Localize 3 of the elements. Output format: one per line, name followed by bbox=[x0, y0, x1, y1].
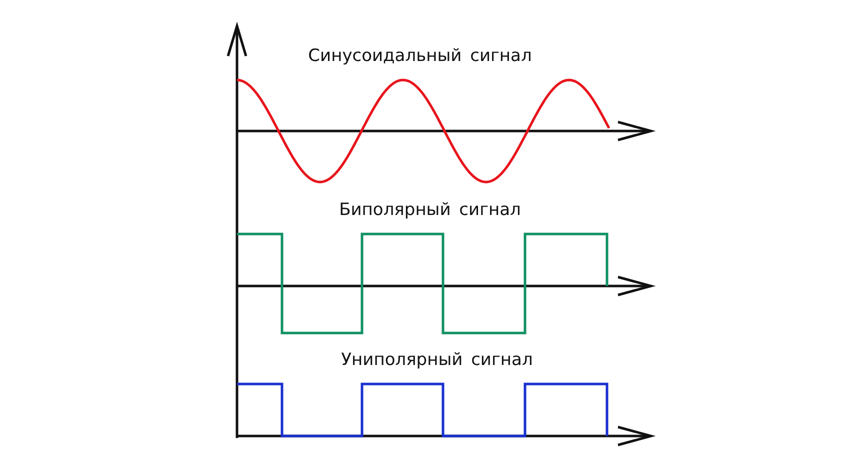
wave-title: Униполярный сигнал bbox=[341, 350, 533, 370]
wave-title: Синусоидальный сигнал bbox=[308, 46, 532, 66]
wave-title: Биполярный сигнал bbox=[339, 200, 521, 220]
